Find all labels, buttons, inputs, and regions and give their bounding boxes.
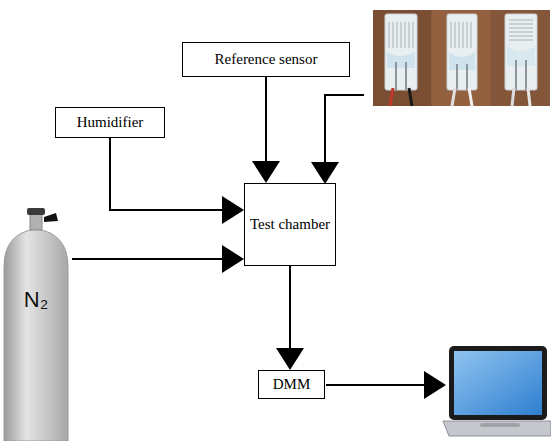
gas-cylinder: N₂ bbox=[0, 205, 72, 441]
node-label: N₂ bbox=[24, 287, 48, 313]
node-label: DMM bbox=[273, 375, 311, 394]
gas-cylinder-shape bbox=[0, 205, 72, 441]
node-label: Reference sensor bbox=[215, 50, 318, 69]
arrow-line bbox=[110, 138, 222, 210]
arrow-line bbox=[72, 258, 222, 260]
arrow-head bbox=[222, 245, 244, 273]
node-label: Humidifier bbox=[77, 113, 144, 132]
flow-arrow bbox=[110, 138, 244, 224]
arrow-head bbox=[252, 161, 280, 183]
node-label: Test chamber bbox=[250, 215, 330, 234]
reference-sensor-box: Reference sensor bbox=[182, 42, 350, 77]
test-chamber-box: Test chamber bbox=[244, 183, 336, 266]
arrow-line bbox=[289, 266, 291, 348]
sensor-photos bbox=[373, 10, 550, 106]
flow-arrow bbox=[276, 266, 304, 370]
dmm-box: DMM bbox=[258, 370, 325, 399]
arrow-head bbox=[222, 196, 244, 224]
dmm-to-laptop-arrow bbox=[326, 371, 446, 399]
flow-arrow bbox=[252, 77, 280, 183]
arrow-line bbox=[265, 77, 267, 161]
laptop-icon bbox=[443, 346, 551, 436]
photo-arrow bbox=[311, 95, 364, 184]
flow-arrow bbox=[72, 245, 244, 273]
humidifier-box: Humidifier bbox=[55, 107, 165, 138]
arrow-head bbox=[276, 348, 304, 370]
